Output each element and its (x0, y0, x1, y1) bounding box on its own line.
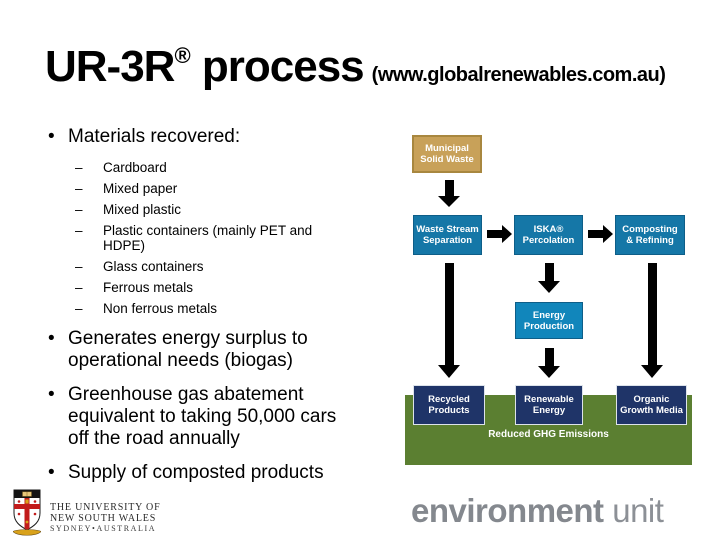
bullet-materials-heading: • Materials recovered: (48, 126, 241, 147)
flow-box-energy-production: Energy Production (515, 302, 583, 339)
bullet-list: • Materials recovered: –Cardboard –Mixed… (48, 126, 400, 496)
environment-unit-brand: environment unit (411, 492, 664, 530)
title-text: UR-3R® process (45, 42, 365, 91)
sub-bullet-item: –Mixed plastic (75, 202, 182, 217)
unsw-crest-icon (13, 489, 41, 536)
brand-bold-text: environment (411, 492, 604, 529)
bullet-marker: • (48, 328, 55, 349)
bullet-compost: • Supply of composted products (48, 462, 324, 483)
title-url: (www.globalrenewables.com.au) (371, 64, 666, 86)
flow-box-recycled-products: Recycled Products (413, 385, 485, 425)
dash-marker: – (75, 160, 83, 175)
unsw-line-2: NEW SOUTH WALES (50, 512, 157, 524)
sub-bullet-item: –Plastic containers (mainly PET and HDPE… (75, 223, 313, 253)
bullet-marker: • (48, 462, 55, 483)
flow-box-renewable-energy: Renewable Energy (515, 385, 583, 425)
flow-box-organic-growth-media: Organic Growth Media (616, 385, 687, 425)
unsw-line-1: THE UNIVERSITY OF (50, 502, 161, 513)
sub-bullet-item: –Mixed paper (75, 181, 178, 196)
brand-light-text: unit (603, 492, 664, 529)
flow-box-municipal-solid-waste: Municipal Solid Waste (412, 135, 482, 173)
dash-marker: – (75, 223, 83, 238)
dash-marker: – (75, 202, 83, 217)
registered-mark: ® (174, 43, 191, 68)
dash-marker: – (75, 301, 83, 316)
bullet-ghg: • Greenhouse gas abatement equivalent to… (48, 384, 337, 449)
bullet-marker: • (48, 126, 55, 147)
sub-bullet-item: –Non ferrous metals (75, 301, 218, 316)
dash-marker: – (75, 259, 83, 274)
unsw-line-3: SYDNEY•AUSTRALIA (50, 524, 157, 533)
sub-bullet-item: –Cardboard (75, 160, 167, 175)
sub-bullet-item: –Ferrous metals (75, 280, 194, 295)
page-title: UR-3R® process (www.globalrenewables.com.… (45, 42, 666, 92)
dash-marker: – (75, 181, 83, 196)
sub-bullet-item: –Glass containers (75, 259, 204, 274)
dash-marker: – (75, 280, 83, 295)
flow-arrows (438, 180, 663, 378)
bullet-marker: • (48, 384, 55, 405)
ghg-band-label: Reduced GHG Emissions (488, 429, 609, 440)
flow-box-iska-percolation: ISKA® Percolation (514, 215, 583, 255)
flow-box-composting-refining: Composting & Refining (615, 215, 685, 255)
process-flow-diagram: Municipal Solid Waste Waste Stream Separ… (405, 133, 692, 465)
unsw-wordmark: THE UNIVERSITY OF NEW SOUTH WALES SYDNEY… (50, 502, 161, 534)
materials-sublist: –Cardboard –Mixed paper –Mixed plastic –… (48, 160, 400, 316)
bullet-energy: • Generates energy surplus to operationa… (48, 328, 308, 371)
flow-box-waste-stream-separation: Waste Stream Separation (413, 215, 482, 255)
